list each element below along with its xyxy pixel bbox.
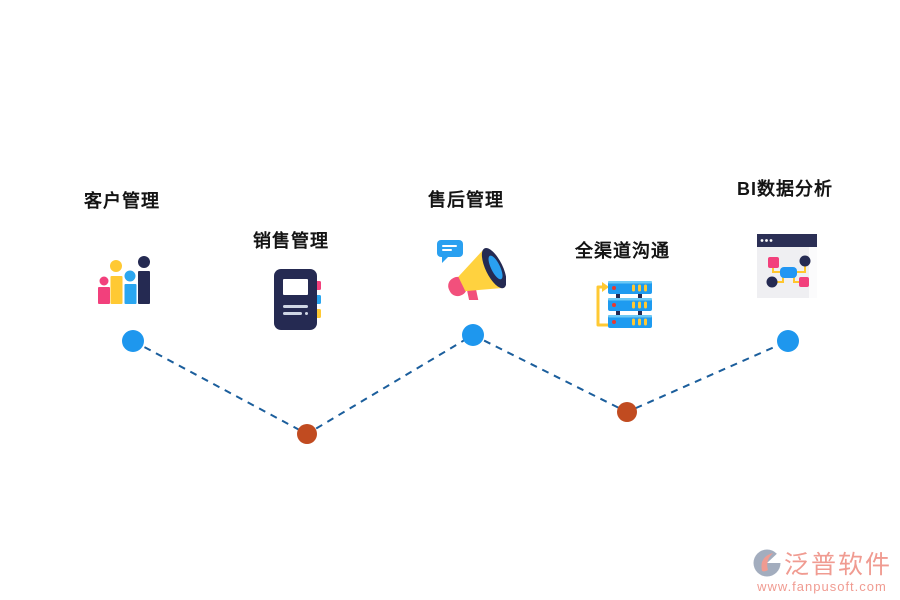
timeline-dot bbox=[122, 330, 144, 352]
item-label: 全渠道沟通 bbox=[575, 241, 670, 261]
timeline-dot bbox=[617, 402, 637, 422]
analytics-window-icon bbox=[757, 234, 817, 298]
server-row bbox=[608, 281, 652, 294]
megaphone-icon bbox=[437, 240, 506, 300]
item-label: 客户管理 bbox=[84, 191, 160, 211]
megaphone-shape bbox=[448, 247, 506, 300]
notebook-icon bbox=[274, 269, 321, 330]
timeline-dot bbox=[462, 324, 484, 346]
server-stack-icon bbox=[596, 281, 652, 328]
zigzag-dashed-line bbox=[132, 333, 789, 436]
item-label: BI数据分析 bbox=[737, 179, 833, 199]
server-row bbox=[608, 298, 652, 311]
speech-bubble-shape bbox=[437, 240, 463, 263]
watermark: 泛普软件 www.fanpusoft.com bbox=[752, 545, 892, 594]
timeline-dot bbox=[777, 330, 799, 352]
fanpu-logo-icon bbox=[753, 549, 782, 577]
timeline-dot bbox=[297, 424, 317, 444]
watermark-brand: 泛普软件 bbox=[783, 551, 892, 579]
server-row bbox=[608, 315, 652, 328]
item-label: 售后管理 bbox=[428, 190, 504, 210]
watermark-url: www.fanpusoft.com bbox=[757, 579, 887, 594]
item-label: 销售管理 bbox=[253, 231, 329, 251]
bar-chart-icon bbox=[98, 256, 150, 304]
